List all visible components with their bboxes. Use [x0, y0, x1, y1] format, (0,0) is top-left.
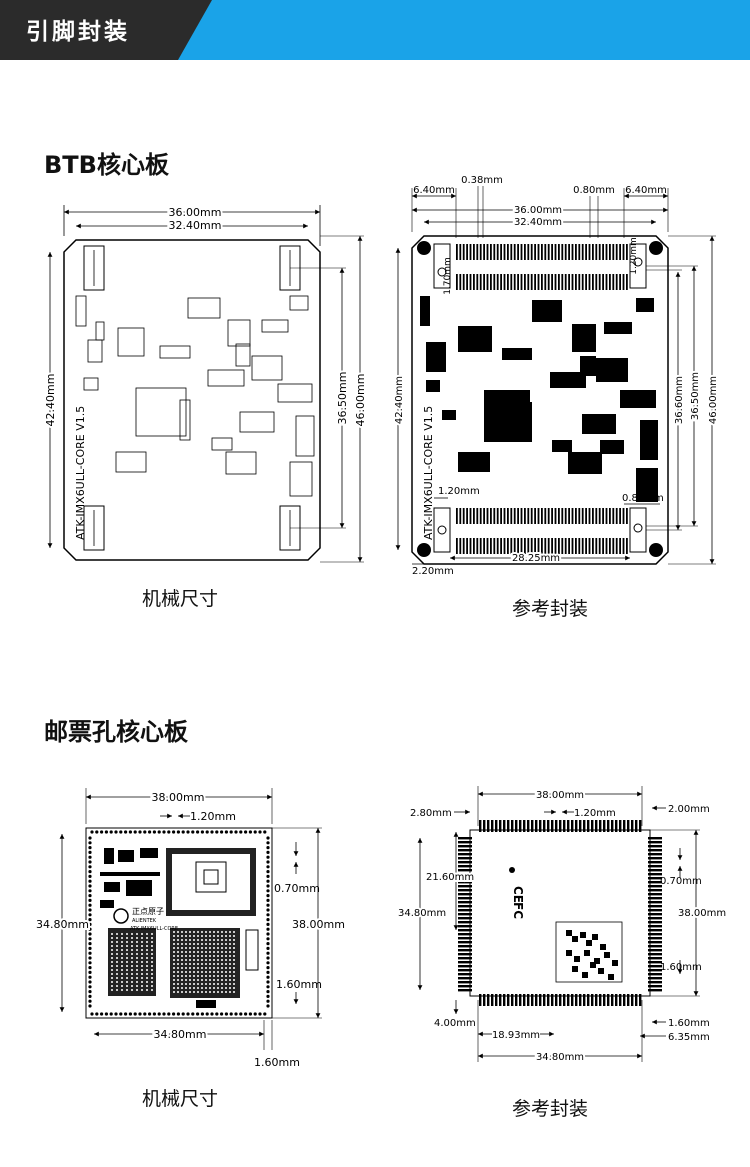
btb-mech-dim-width: 36.00mm [169, 206, 222, 219]
caption-stamp-ref: 参考封装 [512, 1098, 589, 1120]
section-title-btb: BTB核心板 [44, 151, 169, 179]
btb-mech-dim-height-outer: 46.00mm [354, 374, 367, 427]
banner [0, 0, 750, 60]
stamp-ref-dim-top-right: 2.00mm [668, 804, 710, 815]
stamp-mech-dim-bottom2: 1.60mm [254, 1056, 300, 1069]
stamp-mech-pin-holes [88, 830, 270, 1016]
stamp-mech-dim-pad: 0.70mm [274, 882, 320, 895]
stamp-mech-dim-height-right: 38.00mm [292, 918, 345, 931]
btb-mech-dim-inner: 32.40mm [169, 219, 222, 232]
btb-ref-dim-b1: 1.20mm [438, 486, 480, 497]
stamp-ref-dim-top-left: 2.80mm [410, 808, 452, 819]
banner-dark-tab [0, 0, 212, 60]
btb-ref-hole-tl [417, 241, 431, 255]
btb-ref-dim-width: 36.00mm [514, 205, 562, 216]
btb-ref-dim-pad: 0.80mm [573, 185, 615, 196]
caption-btb-ref: 参考封装 [512, 598, 589, 620]
btb-mech-board-label: ATK-IMX6ULL-CORE V1.5 [74, 406, 87, 540]
stamp-ref-dim-height-left: 34.80mm [398, 908, 446, 919]
caption-stamp-mech: 机械尺寸 [142, 1088, 219, 1110]
btb-ref-board-label: ATK-IMX6ULL-CORE V1.5 [422, 406, 435, 540]
btb-ref-dim-connector: 28.25mm [512, 553, 560, 564]
caption-btb-mech: 机械尺寸 [142, 588, 219, 610]
stamp-mech-dim-bottom: 34.80mm [154, 1028, 207, 1041]
stamp-ref-dim-bottom-left: 4.00mm [434, 1018, 476, 1029]
stamp-ref-dim-pad: 0.70mm [660, 876, 702, 887]
btb-ref-dim-height-left: 42.40mm [394, 376, 405, 424]
btb-ref-hole-bl [417, 543, 431, 557]
btb-ref-dim-small-right: 1.20mm [629, 237, 639, 275]
banner-title: 引脚封装 [26, 19, 130, 45]
stamp-ref-dim-width: 38.00mm [536, 790, 584, 801]
stamp-ref-dim-pitch: 1.20mm [574, 808, 616, 819]
btb-ref-dim-inner: 32.40mm [514, 217, 562, 228]
btb-ref-dim-top-right: 6.40mm [625, 185, 667, 196]
stamp-mech-dim-width: 38.00mm [152, 791, 205, 804]
section-title-stamp: 邮票孔核心板 [44, 718, 188, 746]
btb-ref-dim-h1: 36.60mm [674, 376, 685, 424]
btb-ref-connector-pins [456, 244, 628, 554]
stamp-ref-dim-bottom: 34.80mm [536, 1052, 584, 1063]
stamp-mech-logo: 正点原子 [132, 907, 164, 916]
stamp-ref-mark-fc: FC [511, 902, 525, 919]
btb-ref-hole-br [649, 543, 663, 557]
stamp-mech-logo-sub: ALIENTEK [132, 918, 157, 924]
btb-ref-dim-small-left: 1.70mm [443, 257, 453, 295]
btb-ref-dim-top-left: 6.40mm [413, 185, 455, 196]
stamp-mech-dim-height-left: 34.80mm [36, 918, 89, 931]
stamp-mech-model: ATK-IMX6ULL-CORE [130, 926, 178, 932]
btb-mech-components [75, 295, 315, 497]
btb-mech-dim-height-left: 42.40mm [44, 374, 57, 427]
btb-ref-components [420, 296, 658, 502]
btb-ref-board [411, 235, 669, 565]
btb-ref-dim-h3: 46.00mm [708, 376, 719, 424]
stamp-ref-dim-bottom-mid: 18.93mm [492, 1030, 540, 1041]
btb-ref-dim-pitch: 0.38mm [461, 175, 503, 186]
btb-ref-pad-bl [433, 507, 451, 553]
stamp-mech-dim-pitch: 1.20mm [190, 810, 236, 823]
stamp-ref-dim-bottom-r1: 1.60mm [668, 1018, 710, 1029]
stamp-ref-dim-h-left-top: 21.60mm [426, 872, 474, 883]
btb-mech-board [63, 239, 321, 561]
stamp-ref-pads [458, 820, 662, 1006]
stamp-ref-dim-bottom-r2: 6.35mm [668, 1032, 710, 1043]
btb-ref-dim-corner: 2.20mm [412, 566, 454, 577]
btb-ref-pad-tl [433, 243, 451, 289]
stamp-ref-dim-pad2: 1.60mm [660, 962, 702, 973]
btb-mech-dim-height-inner: 36.50mm [336, 372, 349, 425]
btb-ref-dim-h2: 36.50mm [690, 372, 701, 420]
stamp-mech-dim-pad2: 1.60mm [276, 978, 322, 991]
stamp-ref-mark-ce: CE [511, 886, 525, 903]
btb-ref-dim-b2: 0.84mm [622, 493, 664, 504]
btb-ref-hole-tr [649, 241, 663, 255]
stamp-ref-dim-height-right: 38.00mm [678, 908, 726, 919]
